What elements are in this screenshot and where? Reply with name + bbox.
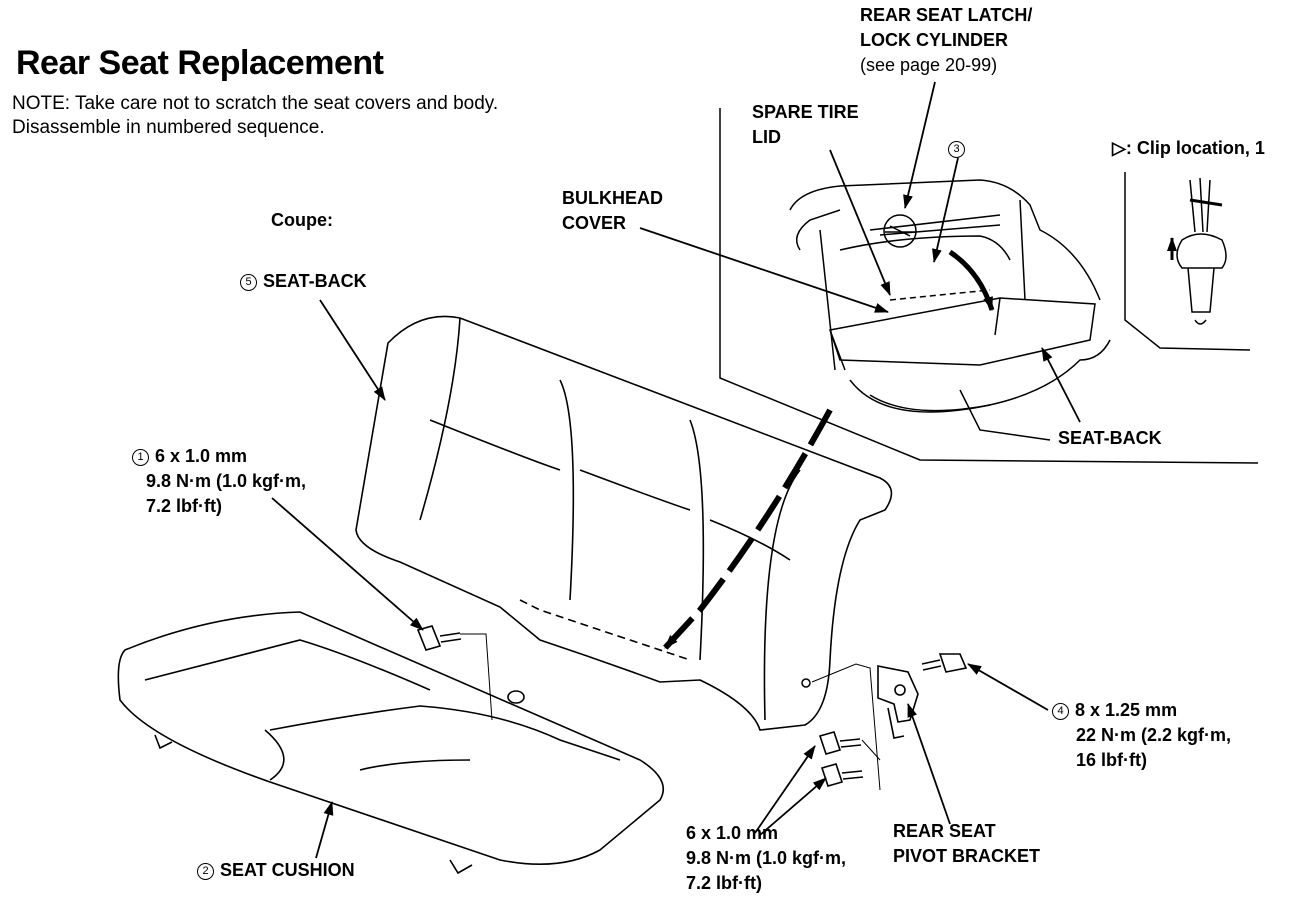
leader-arrows xyxy=(272,82,1080,858)
seat-back-text: SEAT-BACK xyxy=(263,271,367,291)
step-2-badge: 2 xyxy=(197,863,214,880)
seat-cushion-label: 2 SEAT CUSHION xyxy=(197,858,355,883)
latch-page-ref: (see page 20-99) xyxy=(860,55,998,75)
pivot-bracket-label: REAR SEAT PIVOT BRACKET xyxy=(893,819,1040,869)
pivot-bracket-line-2: PIVOT BRACKET xyxy=(893,846,1041,866)
inset-fold-arrow xyxy=(950,252,992,311)
step-4-badge: 4 xyxy=(1052,703,1069,720)
seat-back-drawing xyxy=(356,316,891,730)
seat-cushion-text: SEAT CUSHION xyxy=(220,860,355,880)
bolt-4-label: 4 8 x 1.25 mm 22 N·m (2.2 kgf·m, 16 lbf·f… xyxy=(1052,698,1231,773)
reference-lines xyxy=(460,634,880,790)
bolt-4-torque: 22 N·m (2.2 kgf·m, xyxy=(1076,725,1232,745)
inset-frame xyxy=(720,108,1258,463)
bolt-1-spec: 6 x 1.0 mm xyxy=(155,446,248,466)
seat-cushion-drawing xyxy=(118,612,663,873)
bulkhead-label: BULKHEAD COVER xyxy=(562,186,663,236)
bolt-4-spec: 8 x 1.25 mm xyxy=(1075,700,1178,720)
bolt-1-label: 1 6 x 1.0 mm 9.8 N·m (1.0 kgf·m, 7.2 lbf·… xyxy=(132,444,306,519)
bulkhead-line-1: BULKHEAD xyxy=(562,188,663,208)
step-3-badge: 3 xyxy=(948,141,965,158)
pivot-hole xyxy=(802,679,810,687)
fold-direction-arrow xyxy=(665,410,830,648)
seat-back-label: 5 SEAT-BACK xyxy=(240,269,367,294)
latch-line-2: LOCK CYLINDER xyxy=(860,30,1008,50)
latch-label: REAR SEAT LATCH/ LOCK CYLINDER (see page… xyxy=(860,3,1032,78)
pivot-bracket-line-1: REAR SEAT xyxy=(893,821,996,841)
trunk-inset-drawing xyxy=(790,180,1110,440)
bolt-4 xyxy=(922,654,966,672)
latch-line-1: REAR SEAT LATCH/ xyxy=(860,5,1033,25)
note-text: NOTE: Take care not to scratch the seat … xyxy=(12,92,498,140)
coupe-label: Coupe: xyxy=(271,210,333,230)
bolt-1-torque-2: 7.2 lbf·ft) xyxy=(146,496,222,516)
inset-seat-back-label: SEAT-BACK xyxy=(1058,428,1162,448)
pivot-bracket-drawing xyxy=(878,666,918,738)
cushion-hook xyxy=(508,691,524,703)
bolt-lower-2 xyxy=(822,764,863,786)
bolt-lower-torque: 9.8 N·m (1.0 kgf·m, xyxy=(686,848,847,868)
spare-tire-line-1: SPARE TIRE xyxy=(752,102,859,122)
spare-tire-label: SPARE TIRE LID xyxy=(752,100,859,150)
bolt-lower-label: 6 x 1.0 mm 9.8 N·m (1.0 kgf·m, 7.2 lbf·f… xyxy=(686,821,846,896)
step-3-label: 3 xyxy=(948,136,971,161)
bolt-lower-torque-2: 7.2 lbf·ft) xyxy=(686,873,762,893)
bolt-4-torque-2: 16 lbf·ft) xyxy=(1076,750,1147,770)
page-title: Rear Seat Replacement xyxy=(16,44,384,82)
bolt-lower-1 xyxy=(820,732,861,754)
clip-detail xyxy=(1125,172,1250,350)
bolt-1-torque: 9.8 N·m (1.0 kgf·m, xyxy=(146,471,307,491)
clip-location-label: ▷: Clip location, 1 xyxy=(1112,138,1265,158)
step-1-badge: 1 xyxy=(132,449,149,466)
spare-tire-line-2: LID xyxy=(752,127,781,147)
bolt-lower-spec: 6 x 1.0 mm xyxy=(686,823,779,843)
note-line-2: Disassemble in numbered sequence. xyxy=(12,117,325,138)
note-line-1: NOTE: Take care not to scratch the seat … xyxy=(12,93,499,114)
step-5-badge: 5 xyxy=(240,274,257,291)
bolt-1 xyxy=(418,626,461,650)
bulkhead-line-2: COVER xyxy=(562,213,627,233)
